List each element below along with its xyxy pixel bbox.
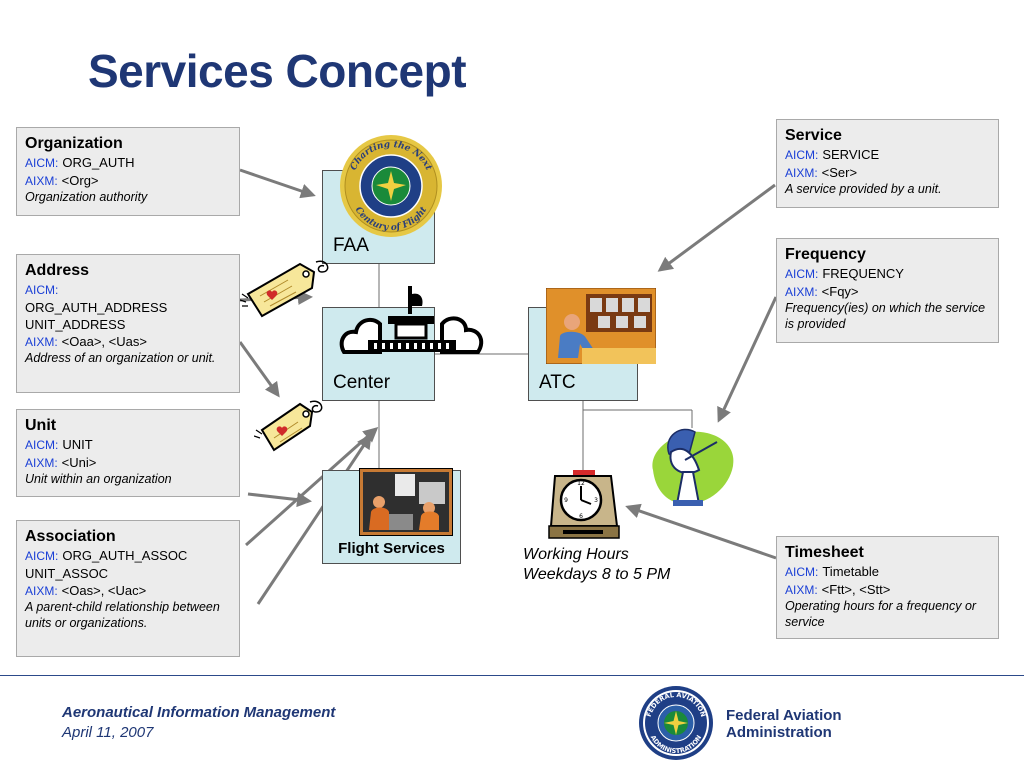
center-label: Center — [333, 372, 391, 393]
price-tag-icon — [240, 260, 329, 318]
aixm-label: AIXM: — [785, 583, 818, 597]
unit-header: Unit — [25, 417, 57, 434]
aicm-value-1: ORG_AUTH_ADDRESS — [25, 300, 168, 315]
footer-org-line2: Administration — [726, 724, 832, 741]
address-box: Address AICM: ORG_AUTH_ADDRESS UNIT_ADDR… — [16, 254, 240, 393]
aixm-label: AIXM: — [25, 335, 58, 349]
aixm-value: <Oaa>, <Uas> — [61, 334, 147, 349]
flight-services-icon — [359, 468, 453, 536]
aicm-value: Timetable — [822, 564, 879, 579]
aixm-value: <Ser> — [821, 165, 858, 180]
footer-date: April 11, 2007 — [62, 724, 154, 741]
aixm-value: <Fqy> — [821, 284, 859, 299]
footer-org: Federal Aviation Administration — [726, 707, 842, 741]
working-hours-line1: Working Hours — [523, 546, 629, 563]
clock-9: 9 — [564, 497, 568, 504]
aicm-value-1: ORG_AUTH_ASSOC — [62, 548, 188, 563]
aicm-value-2: UNIT_ASSOC — [25, 566, 109, 581]
service-description: A service provided by a unit. — [785, 182, 942, 196]
atc-controller-icon — [546, 288, 656, 364]
timesheet-header: Timesheet — [785, 544, 864, 561]
service-box: Service AICM:SERVICE AIXM:<Ser> A servic… — [776, 119, 999, 208]
working-hours-text: Working Hours Weekdays 8 to 5 PM — [523, 545, 670, 585]
aicm-value: FREQUENCY — [822, 266, 904, 281]
aicm-label: AICM: — [25, 438, 59, 452]
aicm-label: AICM: — [25, 549, 59, 563]
faa-logo-icon: FEDERAL AVIATION ADMINISTRATION — [639, 686, 713, 760]
aicm-value: ORG_AUTH — [62, 155, 135, 170]
footer-title: Aeronautical Information Management — [62, 704, 336, 721]
address-description: Address of an organization or unit. — [25, 351, 216, 365]
faa-label: FAA — [333, 235, 369, 256]
aicm-value-2: UNIT_ADDRESS — [25, 317, 126, 332]
association-box: Association AICM:ORG_AUTH_ASSOC UNIT_ASS… — [16, 520, 240, 657]
frequency-description: Frequency(ies) on which the service is p… — [785, 301, 986, 331]
aixm-value: <Ftt>, <Stt> — [821, 582, 891, 597]
timesheet-description: Operating hours for a frequency or servi… — [785, 599, 977, 629]
frequency-box: Frequency AICM:FREQUENCY AIXM:<Fqy> Freq… — [776, 238, 999, 343]
footer: Aeronautical Information Management Apri… — [0, 675, 1024, 769]
aicm-label: AICM: — [785, 148, 819, 162]
page-title: Services Concept — [88, 45, 467, 97]
aicm-label: AICM: — [785, 565, 819, 579]
association-description: A parent-child relationship between unit… — [25, 600, 220, 630]
unit-box: Unit AICM:UNIT AIXM:<Uni> Unit within an… — [16, 409, 240, 497]
price-tag-icon — [254, 400, 323, 452]
aixm-label: AIXM: — [25, 456, 58, 470]
aixm-label: AIXM: — [25, 174, 58, 188]
aicm-value: UNIT — [62, 437, 93, 452]
flight-services-label: Flight Services — [338, 540, 445, 557]
satellite-dish-icon — [652, 428, 734, 506]
aicm-value: SERVICE — [822, 147, 880, 162]
relationship-arrows — [238, 168, 778, 605]
aicm-label: AICM: — [25, 156, 59, 170]
clock-6: 6 — [579, 513, 583, 520]
timesheet-box: Timesheet AICM:Timetable AIXM:<Ftt>, <St… — [776, 536, 999, 639]
organization-box: Organization AICM:ORG_AUTH AIXM:<Org> Or… — [16, 127, 240, 216]
faa-seal-icon: Charting the Next Century of Flight — [340, 135, 442, 237]
aixm-value: <Uni> — [61, 455, 97, 470]
control-tower-icon — [339, 286, 484, 354]
organization-description: Organization authority — [25, 190, 148, 204]
footer-org-line1: Federal Aviation — [726, 707, 842, 724]
aixm-label: AIXM: — [25, 584, 58, 598]
organization-header: Organization — [25, 135, 123, 152]
address-header: Address — [25, 262, 90, 279]
time-clock-icon: 12 3 6 9 — [548, 470, 620, 539]
aicm-label: AICM: — [25, 283, 59, 297]
aixm-label: AIXM: — [785, 166, 818, 180]
clock-12: 12 — [577, 480, 585, 487]
aixm-label: AIXM: — [785, 285, 818, 299]
working-hours-line2: Weekdays 8 to 5 PM — [523, 566, 671, 583]
aixm-value: <Oas>, <Uac> — [61, 583, 147, 598]
aicm-label: AICM: — [785, 267, 819, 281]
service-header: Service — [785, 127, 842, 144]
unit-description: Unit within an organization — [25, 472, 172, 486]
frequency-header: Frequency — [785, 246, 866, 263]
atc-label: ATC — [539, 372, 576, 393]
association-header: Association — [25, 528, 116, 545]
clock-3: 3 — [594, 497, 598, 504]
aixm-value: <Org> — [61, 173, 99, 188]
